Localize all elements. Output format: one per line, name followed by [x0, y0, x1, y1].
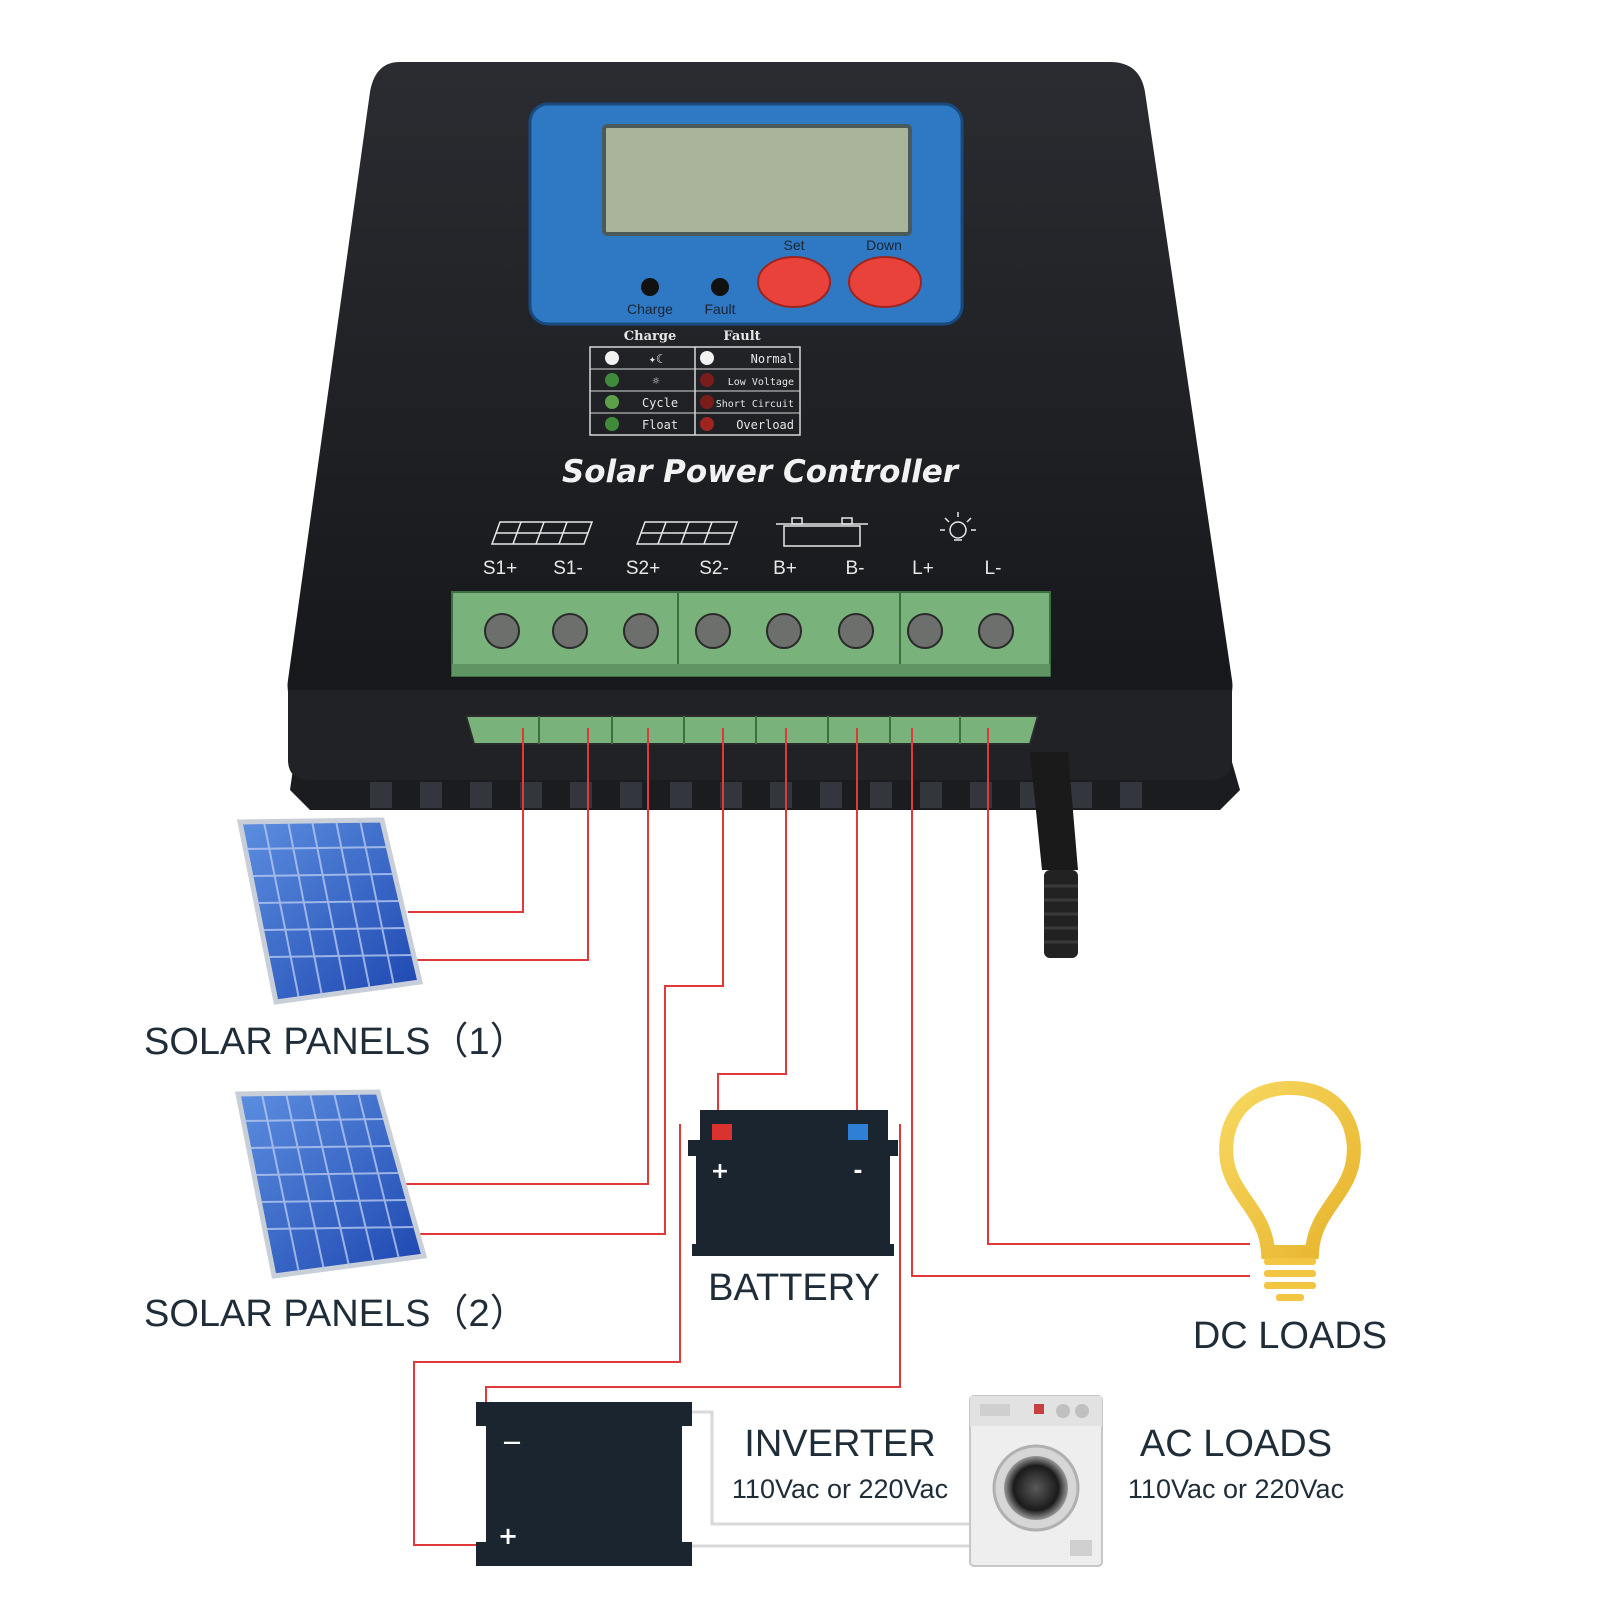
wire-l-minus — [987, 728, 1250, 1245]
wire-inverter-minus — [485, 1124, 901, 1410]
wire-b-plus — [717, 728, 787, 1122]
terminal-label-b-minus: B- — [846, 558, 865, 579]
inverter-label: INVERTER — [744, 1423, 935, 1465]
washer-door — [1004, 1456, 1068, 1520]
sensor-cable — [1030, 752, 1078, 958]
legend-led-red-3 — [700, 417, 714, 431]
controller-title: Solar Power Controller — [562, 454, 960, 490]
legend-led-green-flash — [605, 373, 619, 387]
solar-panel-1 — [236, 817, 424, 1005]
terminal-label-s2-plus: S2+ — [626, 558, 660, 579]
solar-panel-2 — [234, 1089, 428, 1279]
legend-fault-row-1: Normal — [751, 352, 794, 366]
wire-ac-1 — [684, 1410, 970, 1526]
fault-led — [711, 278, 729, 296]
legend-led-off — [700, 351, 714, 365]
screw-s2-plus[interactable] — [623, 613, 659, 649]
down-button[interactable] — [848, 256, 922, 308]
legend-led-red-1 — [700, 373, 714, 387]
battery-label: BATTERY — [708, 1267, 880, 1309]
controller-body — [287, 62, 1233, 712]
legend-sun-icon: ☼ — [652, 374, 659, 388]
lcd-display — [602, 124, 912, 236]
terminal-screws[interactable] — [484, 613, 1014, 649]
legend-charge-row-4: Float — [642, 418, 678, 432]
ac-loads-spec: 110Vac or 220Vac — [1128, 1474, 1344, 1504]
inverter-minus-sign: — — [503, 1432, 521, 1453]
status-legend: Charge Fault ✦☾ ☼ Cycle Float Normal Low… — [589, 329, 801, 436]
battery-plus-sign: + — [711, 1159, 729, 1184]
legend-fault-row-4: Overload — [736, 418, 794, 432]
terminal-labels: S1+ S1- S2+ S2- B+ B- L+ L- — [483, 558, 1002, 579]
solar1-port-icon — [490, 521, 594, 545]
lamp-port-icon — [940, 512, 976, 541]
wiring — [403, 728, 1250, 1548]
legend-fault-row-2: Low Voltage — [728, 377, 794, 388]
terminal-label-s1-minus: S1- — [553, 558, 583, 579]
solar-panels-2-label: SOLAR PANELS（2） — [144, 1293, 528, 1335]
legend-charge-row-3: Cycle — [642, 396, 678, 410]
terminal-label-l-minus: L- — [985, 558, 1002, 579]
wire-s2-minus — [415, 728, 724, 1235]
battery-positive-terminal — [712, 1124, 732, 1140]
inverter-spec: 110Vac or 220Vac — [732, 1474, 948, 1504]
legend-night-icon: ✦☾ — [649, 352, 663, 366]
terminal-block — [451, 591, 1051, 677]
bulb-icon — [1219, 1080, 1361, 1301]
legend-fault-row-3: Short Circuit — [716, 399, 794, 410]
screw-s2-minus[interactable] — [695, 613, 731, 649]
wire-s1-plus — [408, 728, 524, 913]
wire-s2-plus — [403, 728, 649, 1185]
screw-s1-plus[interactable] — [484, 613, 520, 649]
solar2-port-icon — [635, 521, 739, 545]
terminal-label-b-plus: B+ — [773, 558, 797, 579]
terminal-label-l-plus: L+ — [912, 558, 934, 579]
inverter-plus-sign: + — [498, 1522, 518, 1550]
terminal-label-s2-minus: S2- — [699, 558, 729, 579]
screw-l-minus[interactable] — [978, 613, 1014, 649]
battery: + - — [688, 1110, 898, 1256]
legend-led-red-2 — [700, 395, 714, 409]
screw-l-plus[interactable] — [907, 613, 943, 649]
legend-led-green-2 — [605, 417, 619, 431]
fault-led-label: Fault — [704, 301, 735, 317]
down-button-label: Down — [866, 237, 902, 253]
screw-b-plus[interactable] — [766, 613, 802, 649]
terminal-openings — [464, 715, 1040, 745]
wire-l-plus — [911, 728, 1250, 1277]
inverter: — + — [476, 1402, 692, 1566]
wire-inverter-plus — [413, 1124, 681, 1546]
screw-b-minus[interactable] — [838, 613, 874, 649]
battery-port-icon — [776, 517, 868, 547]
set-button-label: Set — [783, 237, 804, 253]
legend-led-green — [605, 395, 619, 409]
charge-led — [641, 278, 659, 296]
screw-s1-minus[interactable] — [552, 613, 588, 649]
wire-s1-minus — [415, 728, 589, 961]
battery-minus-sign: - — [853, 1159, 862, 1184]
battery-negative-terminal — [848, 1124, 868, 1140]
legend-fault-header: Fault — [723, 329, 760, 344]
dc-loads-label: DC LOADS — [1193, 1315, 1387, 1357]
set-button[interactable] — [757, 256, 831, 308]
solar-panels-1-label: SOLAR PANELS（1） — [144, 1021, 528, 1063]
terminal-label-s1-plus: S1+ — [483, 558, 517, 579]
legend-led-white — [605, 351, 619, 365]
solar-controller: Charge Fault Set Down Charge Fault ✦☾ ☼ … — [287, 62, 1240, 958]
heatsink-fins — [370, 782, 1142, 808]
legend-charge-header: Charge — [624, 329, 676, 344]
charge-led-label: Charge — [627, 301, 673, 317]
ac-loads-label: AC LOADS — [1140, 1423, 1332, 1465]
washing-machine-icon — [969, 1395, 1103, 1567]
